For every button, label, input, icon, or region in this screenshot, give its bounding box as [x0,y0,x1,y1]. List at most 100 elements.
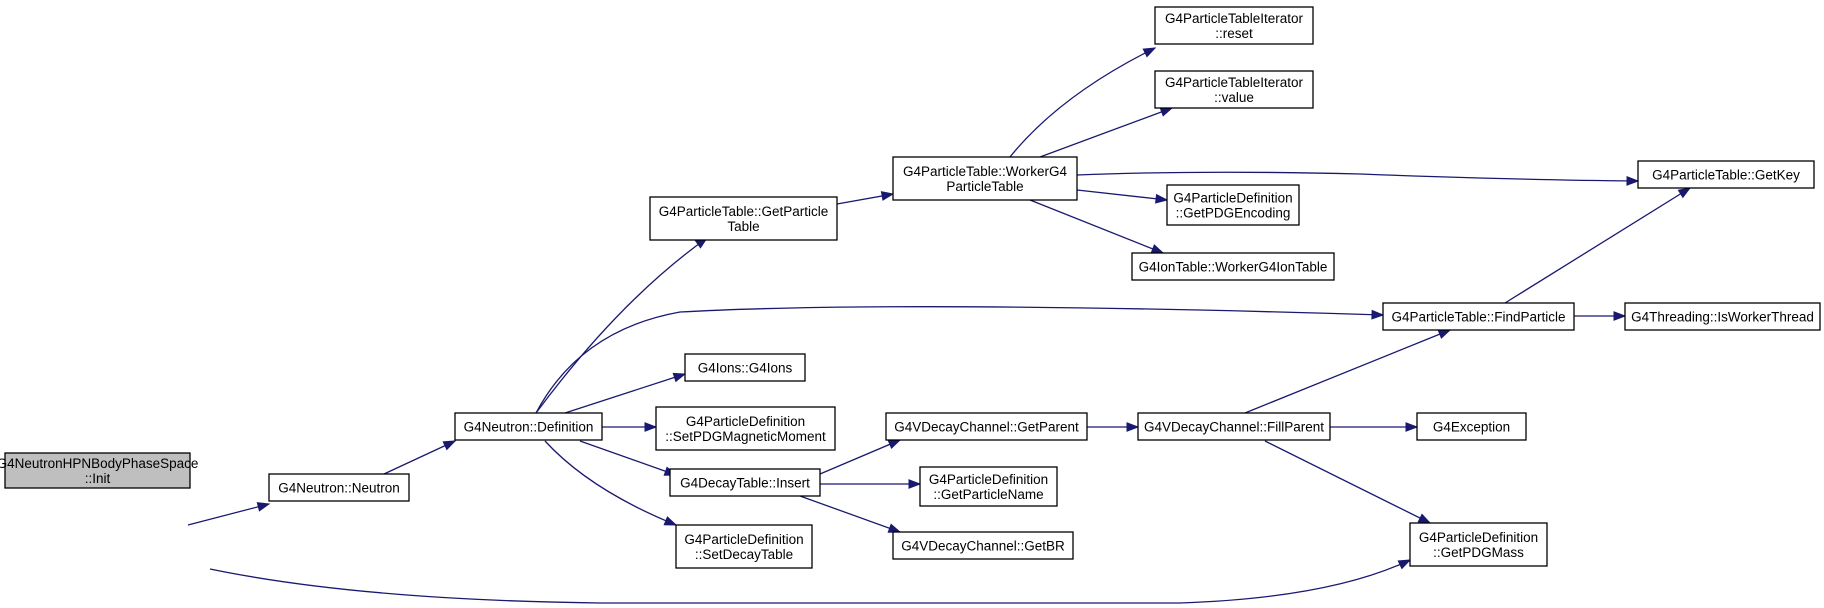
node-label: ::value [1214,90,1254,105]
edge-line [1009,47,1156,158]
arrowhead-icon [644,422,658,432]
edge-fillparent-to-g4exception [1330,422,1419,432]
node-getparent[interactable]: G4VDecayChannel::GetParent [885,412,1088,441]
node-box [675,524,813,569]
node-label: G4VDecayChannel::GetParent [894,420,1079,435]
node-box [1154,6,1314,45]
arrowhead-icon [1417,513,1432,524]
edge-line [1244,329,1451,414]
edge-line [209,559,1411,604]
node-label: G4ParticleTable::FindParticle [1391,310,1565,325]
node-g4exception[interactable]: G4Exception [1416,412,1527,441]
node-iterreset[interactable]: G4ParticleTableIterator::reset [1154,6,1314,45]
node-fillparent[interactable]: G4VDecayChannel::FillParent [1137,412,1331,441]
arrowhead-icon [1626,175,1640,186]
edge-line [1264,440,1431,524]
edge-line [544,440,677,526]
edge-workerg4-to-iterreset [1009,47,1157,158]
edge-fillparent-to-getpdgmass [1264,440,1432,524]
arrowhead-icon [1142,47,1157,58]
edge-neutron-to-definition [383,440,457,475]
node-label: G4ParticleTable::WorkerG4 [903,164,1068,179]
node-label: ::Init [85,471,111,486]
node-label: G4VDecayChannel::FillParent [1144,420,1324,435]
node-box [649,196,838,241]
edge-definition-to-setpdgmagnetic [602,422,658,432]
node-box [1637,160,1815,189]
node-box [892,531,1074,560]
node-getbr[interactable]: G4VDecayChannel::GetBR [892,531,1074,560]
node-neutron[interactable]: G4Neutron::Neutron [268,473,410,502]
edge-line [1504,187,1691,304]
arrowhead-icon [256,502,271,512]
node-label: G4NeutronHPNBodyPhaseSpace [0,456,198,471]
edge-workerg4-to-itervalue [1039,107,1174,158]
arrowhead-icon [887,439,902,450]
edge-line [1076,189,1168,201]
edge-workerg4-to-getkey [1076,171,1640,186]
node-findparticle[interactable]: G4ParticleTable::FindParticle [1382,302,1575,331]
node-root[interactable]: G4NeutronHPNBodyPhaseSpace::Init [0,452,198,489]
node-setpdgmagnetic[interactable]: G4ParticleDefinition::SetPDGMagneticMome… [655,406,836,451]
node-box [1416,412,1527,441]
node-label: G4Neutron::Neutron [278,481,400,496]
node-workeriontable[interactable]: G4IonTable::WorkerG4IonTable [1131,252,1335,281]
node-setdecaytable[interactable]: G4ParticleDefinition::SetDecayTable [675,524,813,569]
node-label: G4ParticleDefinition [929,472,1048,487]
edge-line [819,439,901,475]
node-label: G4ParticleDefinition [686,414,805,429]
node-getkey[interactable]: G4ParticleTable::GetKey [1637,160,1815,189]
node-label: G4ParticleDefinition [1173,191,1292,206]
node-decayinsert[interactable]: G4DecayTable::Insert [669,468,821,497]
node-isworkerthread[interactable]: G4Threading::IsWorkerThread [1624,302,1821,331]
edge-workerg4-to-workeriontable [1029,199,1165,254]
arrowhead-icon [1397,559,1412,570]
arrowhead-icon [1405,422,1419,432]
node-box [1137,412,1331,441]
edge-definition-to-getparticletable [535,237,709,414]
arrowhead-icon [1126,422,1140,432]
edge-line [1039,107,1173,158]
arrowhead-icon [908,479,922,489]
edge-root-to-neutron [187,502,271,526]
arrowhead-icon [1155,193,1169,204]
node-box [1624,302,1821,331]
edges-layer [187,47,1692,604]
edge-getparticletable-to-workerg4 [836,191,895,205]
node-box [4,452,191,489]
arrowhead-icon [1150,244,1165,254]
node-itervalue[interactable]: G4ParticleTableIterator::value [1154,70,1314,109]
node-box [892,156,1078,201]
node-box [454,412,603,441]
edge-decayinsert-to-getparticlename [820,479,922,489]
node-label: Table [727,219,759,234]
arrowhead-icon [672,372,687,383]
arrowhead-icon [880,191,895,201]
node-box [1166,184,1300,226]
node-label: G4ParticleDefinition [1419,530,1538,545]
node-getparticlename[interactable]: G4ParticleDefinition::GetParticleName [919,466,1058,507]
node-label: G4Neutron::Definition [464,420,594,435]
node-box [655,406,836,451]
node-label: ::SetPDGMagneticMoment [665,429,826,444]
node-box [1154,70,1314,109]
node-label: ::GetParticleName [933,487,1043,502]
node-getpdgencoding[interactable]: G4ParticleDefinition::GetPDGEncoding [1166,184,1300,226]
edge-root-to-getpdgmass [209,559,1412,604]
edge-line [579,440,677,476]
edge-line [1029,199,1164,254]
arrowhead-icon [887,523,902,533]
edge-line [187,503,270,526]
node-definition[interactable]: G4Neutron::Definition [454,412,603,441]
edge-line [799,495,901,533]
arrowhead-icon [1159,107,1174,117]
node-g4ions[interactable]: G4Ions::G4Ions [684,353,806,382]
edge-definition-to-g4ions [564,372,687,414]
arrowhead-icon [442,440,457,451]
edge-line [535,306,1384,414]
node-getpdgmass[interactable]: G4ParticleDefinition::GetPDGMass [1409,522,1548,567]
nodes-layer: G4NeutronHPNBodyPhaseSpace::InitG4Neutro… [0,6,1821,569]
